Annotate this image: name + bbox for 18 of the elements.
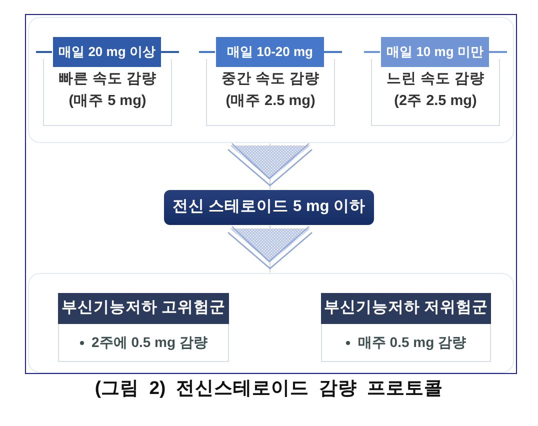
taper-text: 중간 속도 감량 (매주 2.5 mg) xyxy=(220,70,321,111)
figure-caption: (그림 2) 전신스테로이드 감량 프로토콜 xyxy=(94,376,444,400)
threshold-box: 전신 스테로이드 5 mg 이하 xyxy=(164,190,374,225)
risk-card xyxy=(321,293,491,362)
group-panel xyxy=(28,273,514,373)
dose-tab: 매일 10-20 mg xyxy=(216,37,324,67)
taper-text: 2주에 0.5 mg 감량 xyxy=(92,334,208,350)
dose-tab: 매일 10 mg 미만 xyxy=(381,37,489,67)
taper-text: 매주 0.5 mg 감량 xyxy=(358,334,466,350)
chevron-arrow xyxy=(227,225,313,273)
group-header: 부신기능저하 고위험군 xyxy=(58,293,229,324)
dose-tab: 매일 20 mg 이상 xyxy=(53,37,161,67)
risk-card xyxy=(58,293,229,362)
taper-text: 빠른 속도 감량 (매주 5 mg) xyxy=(57,70,158,111)
group-header: 부신기능저하 저위험군 xyxy=(321,293,491,324)
taper-text: 느린 속도 감량 (2주 2.5 mg) xyxy=(385,70,486,111)
chevron-arrow xyxy=(227,142,313,190)
group-panel xyxy=(28,17,514,143)
